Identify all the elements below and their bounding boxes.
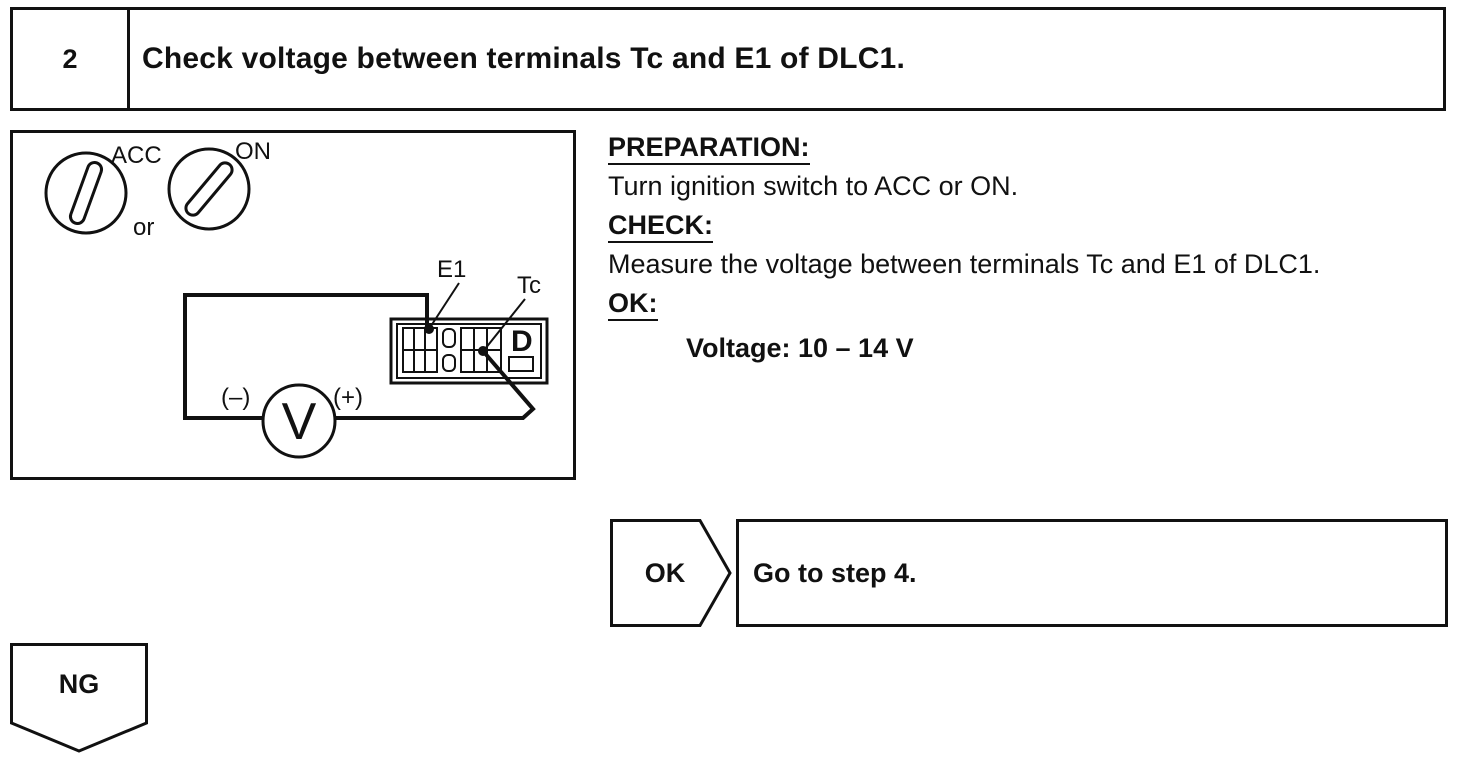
ok-action-box[interactable]: Go to step 4. (736, 519, 1448, 627)
dlc1-connector-icon: D (389, 317, 549, 385)
voltmeter-symbol: V (282, 393, 317, 451)
ok-arrow-shape (610, 519, 732, 627)
check-text: Measure the voltage between terminals Tc… (608, 249, 1321, 279)
voltage-check-diagram: ACC ON or V (–) (+) (44, 138, 549, 459)
step-header: 2 Check voltage between terminals Tc and… (10, 7, 1446, 111)
minus-label: (–) (221, 384, 250, 411)
ok-action-text: Go to step 4. (753, 557, 917, 588)
ok-heading: OK: (608, 287, 658, 321)
terminal-e1-label: E1 (437, 256, 466, 283)
instructions-panel: PREPARATION: Turn ignition switch to ACC… (608, 128, 1448, 368)
terminal-tc-label: Tc (517, 272, 541, 299)
connector-letter: D (511, 325, 533, 358)
ok-spec: Voltage: 10 – 14 V (686, 333, 914, 363)
ng-result-tab[interactable]: NG (10, 643, 148, 753)
preparation-text: Turn ignition switch to ACC or ON. (608, 171, 1019, 201)
ok-label: OK (644, 557, 686, 588)
negative-lead (183, 293, 429, 420)
ng-label: NG (58, 668, 100, 699)
plus-label: (+) (333, 384, 363, 411)
or-label: or (133, 214, 154, 241)
tc-callout-line (484, 298, 526, 350)
voltmeter-icon: V (261, 383, 337, 459)
check-heading: CHECK: (608, 209, 713, 243)
step-number: 2 (13, 10, 130, 108)
ng-arrow-shape (10, 643, 148, 753)
wiring-illustration: ACC ON or V (–) (+) (10, 130, 576, 480)
on-label: ON (235, 138, 271, 165)
acc-label: ACC (111, 142, 162, 169)
positive-lead (331, 349, 536, 420)
ignition-switch-acc-icon (44, 151, 128, 235)
e1-callout-line (428, 282, 460, 330)
preparation-heading: PREPARATION: (608, 131, 810, 165)
ok-result-tab[interactable]: OK (610, 519, 738, 627)
ignition-switch-on-icon (167, 147, 251, 231)
step-title: Check voltage between terminals Tc and E… (142, 42, 905, 75)
